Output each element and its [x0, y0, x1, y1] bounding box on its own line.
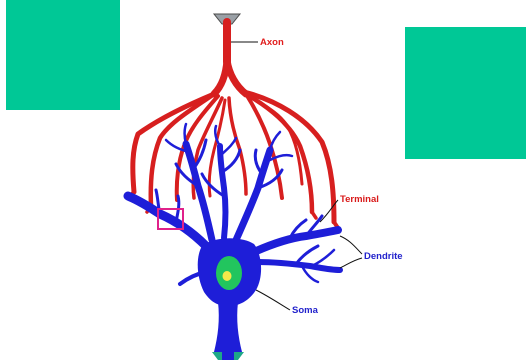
- decor-panel-left: [6, 0, 120, 110]
- dendrite-label: Dendrite: [364, 251, 403, 262]
- axon-callout: Axon: [231, 37, 284, 48]
- decor-panel-right: [405, 27, 526, 159]
- dendrite-leader-line-lower: [340, 258, 362, 268]
- terminal-label: Terminal: [340, 194, 379, 205]
- axon: [128, 22, 338, 228]
- soma-leader-line: [256, 290, 290, 310]
- dendrite-leader-line-upper: [340, 236, 362, 254]
- dendrite-callout: Dendrite: [340, 236, 403, 268]
- nucleolus: [223, 271, 232, 281]
- terminal-callout: Terminal: [320, 194, 379, 222]
- axon-label: Axon: [260, 37, 284, 48]
- soma-label: Soma: [292, 305, 319, 316]
- soma-callout: Soma: [256, 290, 319, 316]
- axon-hillock: [214, 302, 242, 352]
